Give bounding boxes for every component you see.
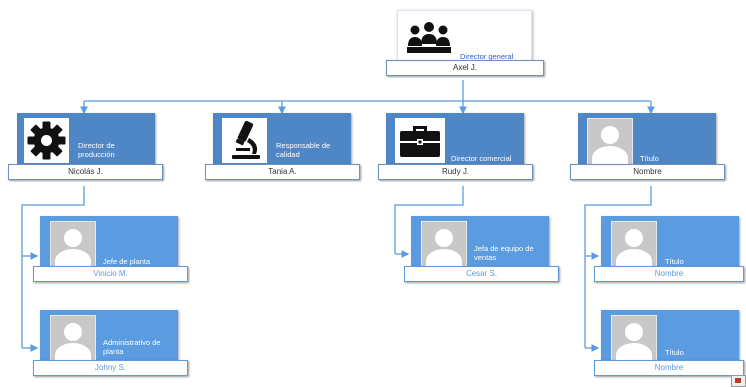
plant-admin-card[interactable]: Administrativo de planta — [40, 310, 178, 369]
placeholder-1-title: Título — [665, 257, 684, 266]
placeholder-card[interactable]: Título — [578, 113, 716, 172]
sales-head-card[interactable]: Jefa de equipo de ventas — [411, 216, 549, 275]
quality-title: Responsable de calidad — [276, 141, 331, 159]
placeholder-title: Título — [640, 154, 659, 163]
person-avatar-icon — [587, 118, 633, 165]
production-name[interactable]: Nicolás J. — [8, 164, 163, 180]
quality-name[interactable]: Tania A. — [205, 164, 360, 180]
placeholder-1-name[interactable]: Nombre — [594, 266, 744, 282]
connector-production-trunk — [21, 186, 85, 348]
commercial-name[interactable]: Rudy J. — [378, 164, 533, 180]
resize-handle-icon[interactable] — [731, 375, 746, 387]
sales-head-title: Jefa de equipo de ventas — [474, 244, 534, 262]
group-people-icon — [404, 16, 454, 58]
plant-head-name[interactable]: Vinicio M. — [33, 266, 188, 282]
plant-head-title: Jefe de planta — [103, 257, 151, 266]
gear-icon — [24, 118, 69, 163]
production-title: Director de producción — [78, 141, 115, 159]
sales-head-name[interactable]: Cesar S. — [404, 266, 559, 282]
placeholder-name[interactable]: Nombre — [570, 164, 725, 180]
placeholder-2-name[interactable]: Nombre — [594, 360, 744, 376]
placeholder-1-card[interactable]: Título — [601, 216, 739, 275]
production-card[interactable]: Director de producción — [17, 113, 155, 172]
person-avatar-icon — [50, 221, 96, 269]
commercial-title: Director comercial — [451, 154, 512, 163]
commercial-card[interactable]: Director comercial — [386, 113, 524, 172]
person-avatar-icon — [421, 221, 467, 269]
placeholder-2-card[interactable]: Título — [601, 310, 739, 369]
quality-card[interactable]: Responsable de calidad — [213, 113, 351, 172]
person-avatar-icon — [611, 315, 657, 363]
person-avatar-icon — [611, 221, 657, 269]
person-avatar-icon — [50, 315, 96, 363]
plant-admin-name[interactable]: Johny S. — [33, 360, 188, 376]
microscope-icon — [222, 118, 267, 163]
placeholder-2-title: Título — [665, 348, 684, 357]
root-name[interactable]: Axel J. — [386, 60, 544, 76]
connector-placeholder-trunk — [584, 186, 652, 348]
plant-admin-title: Administrativo de planta — [103, 338, 161, 356]
briefcase-icon — [395, 118, 445, 163]
root-title: Director general — [460, 52, 514, 61]
connector-commercial-trunk — [394, 186, 464, 254]
